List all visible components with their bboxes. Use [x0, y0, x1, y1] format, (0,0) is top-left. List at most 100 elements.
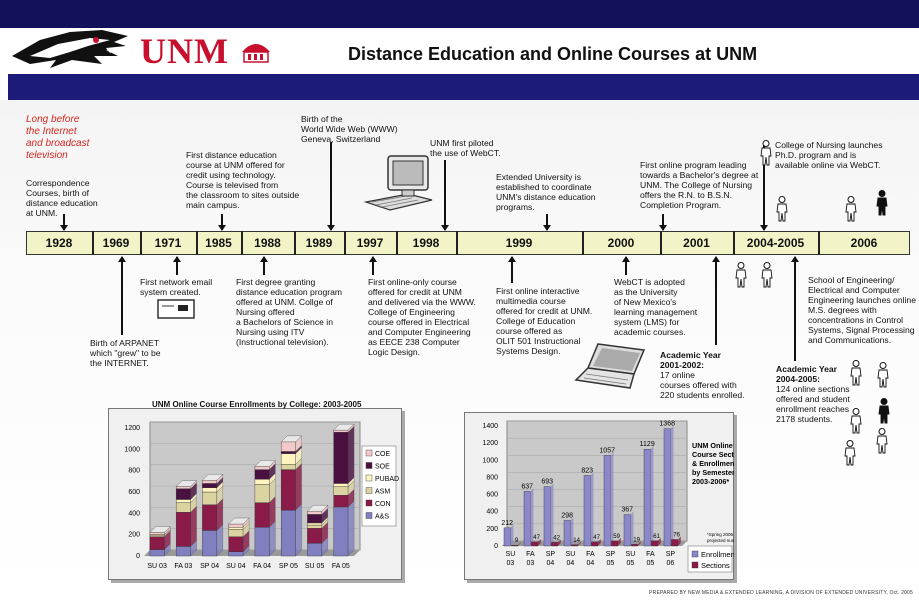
chart2-data-label: 693 [541, 479, 553, 486]
text-line: Birth of the [301, 114, 343, 124]
chart1-bar-segment [333, 506, 349, 557]
chart1-y-tick-label: 600 [128, 489, 140, 496]
chart2-bar-side [590, 472, 594, 546]
chart2-legend-swatch [691, 561, 699, 569]
chart1-x-tick-label: SP 05 [279, 563, 298, 570]
text-line: First network email [140, 277, 213, 287]
text-line: at UNM. [26, 208, 58, 218]
chart1-bar-segment [333, 494, 349, 508]
text-line: of New Mexico's [614, 297, 677, 307]
text-line: WebCT is adopted [614, 277, 685, 287]
chart1-bar-side [295, 503, 302, 557]
chart2-x-tick-label: 05 [607, 560, 615, 567]
chart2-bar [523, 491, 531, 547]
chart2-bar [663, 428, 671, 547]
top-navy-bar [0, 0, 919, 28]
text-line: Course is televised from [186, 180, 279, 190]
arrow-1969 [118, 256, 126, 335]
chart2-x-tick-label: FA [646, 551, 655, 558]
text-line: 17 online [660, 370, 695, 380]
text-line: First online interactive [496, 286, 580, 296]
text-line: academic courses. [614, 327, 686, 337]
timeline-divider [396, 231, 398, 255]
chart2-bar [603, 455, 611, 547]
chart1-bar-top [149, 526, 171, 533]
text-line: First distance education [186, 150, 277, 160]
chart2-x-tick-label: 05 [627, 560, 635, 567]
text-line: Nursing using ITV [236, 327, 305, 337]
chart2-data-label: 212 [501, 520, 513, 527]
footer-credit: PREPARED BY NEW MEDIA & EXTENDED LEARNIN… [649, 590, 913, 596]
arrow-1971 [173, 256, 181, 275]
chart2-bar-side [637, 541, 641, 546]
text-line: as the University [614, 287, 678, 297]
text-line: the INTERNET. [90, 358, 149, 368]
timeline-year: 2001 [683, 236, 710, 250]
text-line: UNM first piloted [430, 138, 494, 148]
chart1-bar-segment [280, 464, 296, 470]
text-line: 124 online sections [776, 384, 850, 394]
text-line: system created. [140, 287, 201, 297]
chart1-bar-segment [175, 546, 191, 557]
laptop-icon [574, 343, 646, 389]
chart1-bar-segment [228, 529, 244, 538]
text-line: offered and student [776, 394, 850, 404]
chart2-note-line: *Spring 2006 [707, 532, 734, 537]
text-line: system (LMS) for [614, 317, 680, 327]
text-line: OLIT 501 Instructional [496, 336, 581, 346]
text-line: course at UNM offered for [186, 160, 285, 170]
text-line: the Internet [26, 126, 77, 137]
chart2-bar-side [517, 542, 521, 546]
timeline-year: 1988 [254, 236, 281, 250]
text-line: College of Engineering [368, 307, 455, 317]
arrow-2005-top [760, 144, 768, 231]
chart2-bar [551, 542, 559, 547]
text-line: School of Engineering/ [808, 275, 895, 285]
text-line: learning management [614, 307, 698, 317]
text-line: 220 students enrolled. [660, 390, 745, 400]
text-line: as EECE 238 Computer [368, 337, 460, 347]
arrow-1999-bottom [508, 256, 516, 283]
text-line: main campus. [186, 200, 240, 210]
chart1-bar-segment [307, 510, 323, 515]
chart2-data-label: 61 [653, 534, 660, 540]
timeline-divider [582, 231, 584, 255]
desktop-computer-icon [363, 155, 433, 211]
timeline-year: 1971 [154, 236, 182, 250]
text-line: offers the R.N. to B.S.N. [640, 190, 733, 200]
chart2-bar-side [677, 536, 681, 546]
text-line: Electrical and Computer [808, 285, 900, 295]
text-line: offered at UNM. Collge of [236, 297, 333, 307]
chart2-x-tick-label: 04 [547, 560, 555, 567]
chart2-data-label: 19 [633, 537, 640, 543]
chart1-bar-segment [307, 542, 323, 557]
chart2-data-label: 59 [613, 534, 620, 540]
chart2-x-tick-label: 04 [587, 560, 595, 567]
chart1-bar-side [347, 500, 355, 557]
chart1-bar-segment [307, 524, 323, 529]
timeline-divider [294, 231, 296, 255]
person-icon [850, 408, 862, 434]
person-icon [845, 196, 857, 222]
person-icon [761, 262, 773, 288]
chart1-y-tick-label: 200 [128, 532, 140, 539]
chart1-bar-segment [228, 536, 244, 552]
chart1-legend-swatch [365, 462, 373, 469]
chart1-legend-label: CON [375, 501, 391, 508]
chart2-bar [511, 545, 519, 547]
text-line: Birth of ARPANET [90, 338, 160, 348]
chart2-bar [651, 540, 658, 547]
timeline-year: 2004-2005 [746, 236, 805, 250]
text-line: M.S. degrees with [808, 305, 877, 315]
chart2-y-tick-label: 800 [486, 474, 498, 481]
chart2-legend-label: Enrollment [701, 550, 734, 559]
text-line: Academic Year [660, 350, 721, 360]
chart1-bar-segment [228, 523, 244, 528]
chart1-bar-segment [307, 522, 323, 526]
chart2-bar [591, 541, 599, 547]
text-line: 2001-2002: [660, 360, 704, 370]
